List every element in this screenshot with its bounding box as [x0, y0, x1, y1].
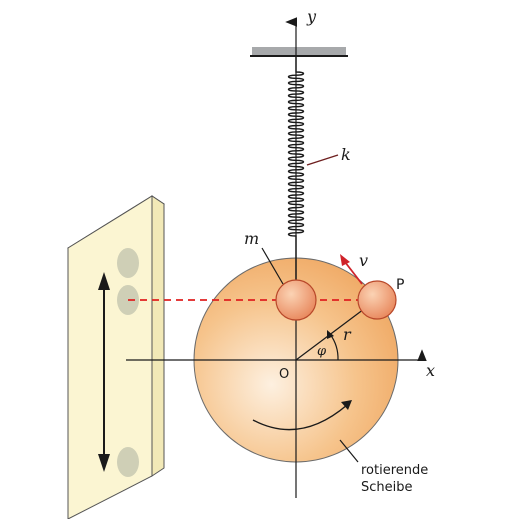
x-axis-label: x: [426, 361, 435, 380]
ceiling-plate: [252, 47, 346, 55]
disk-label-line1: rotierende: [361, 463, 428, 478]
point-p-ball: [357, 280, 397, 320]
velocity-arrow: [344, 261, 363, 285]
shadow-spot-top: [117, 248, 139, 278]
spring-constant-label: k: [341, 145, 351, 164]
y-axis-label: y: [306, 7, 317, 26]
screen-front-face: [67, 195, 153, 519]
spring-coil: [287, 56, 305, 280]
arrowhead-up-icon: [98, 272, 110, 290]
disk-label-line2: Scheibe: [361, 480, 413, 495]
disk-label-leader: [339, 439, 359, 463]
mass-label: m: [244, 229, 259, 248]
mass-leader-line: [261, 247, 284, 285]
angle-arrowhead-icon: [327, 330, 334, 339]
mass-ball: [275, 279, 317, 321]
projection-screen: [67, 195, 165, 519]
radius-label: r: [343, 325, 352, 344]
origin-label: O: [279, 367, 289, 382]
rotation-arrowhead-icon: [341, 400, 352, 410]
shadow-spot-bottom: [117, 447, 139, 477]
rotation-arrow: [252, 404, 348, 431]
point-p-label: P: [396, 277, 404, 293]
velocity-label: v: [359, 251, 368, 270]
angle-label: φ: [317, 344, 327, 359]
spring-leader-line: [306, 154, 339, 166]
screen-side-face: [151, 195, 165, 477]
arrowhead-down-icon: [98, 454, 110, 472]
velocity-arrowhead-icon: [340, 254, 350, 266]
